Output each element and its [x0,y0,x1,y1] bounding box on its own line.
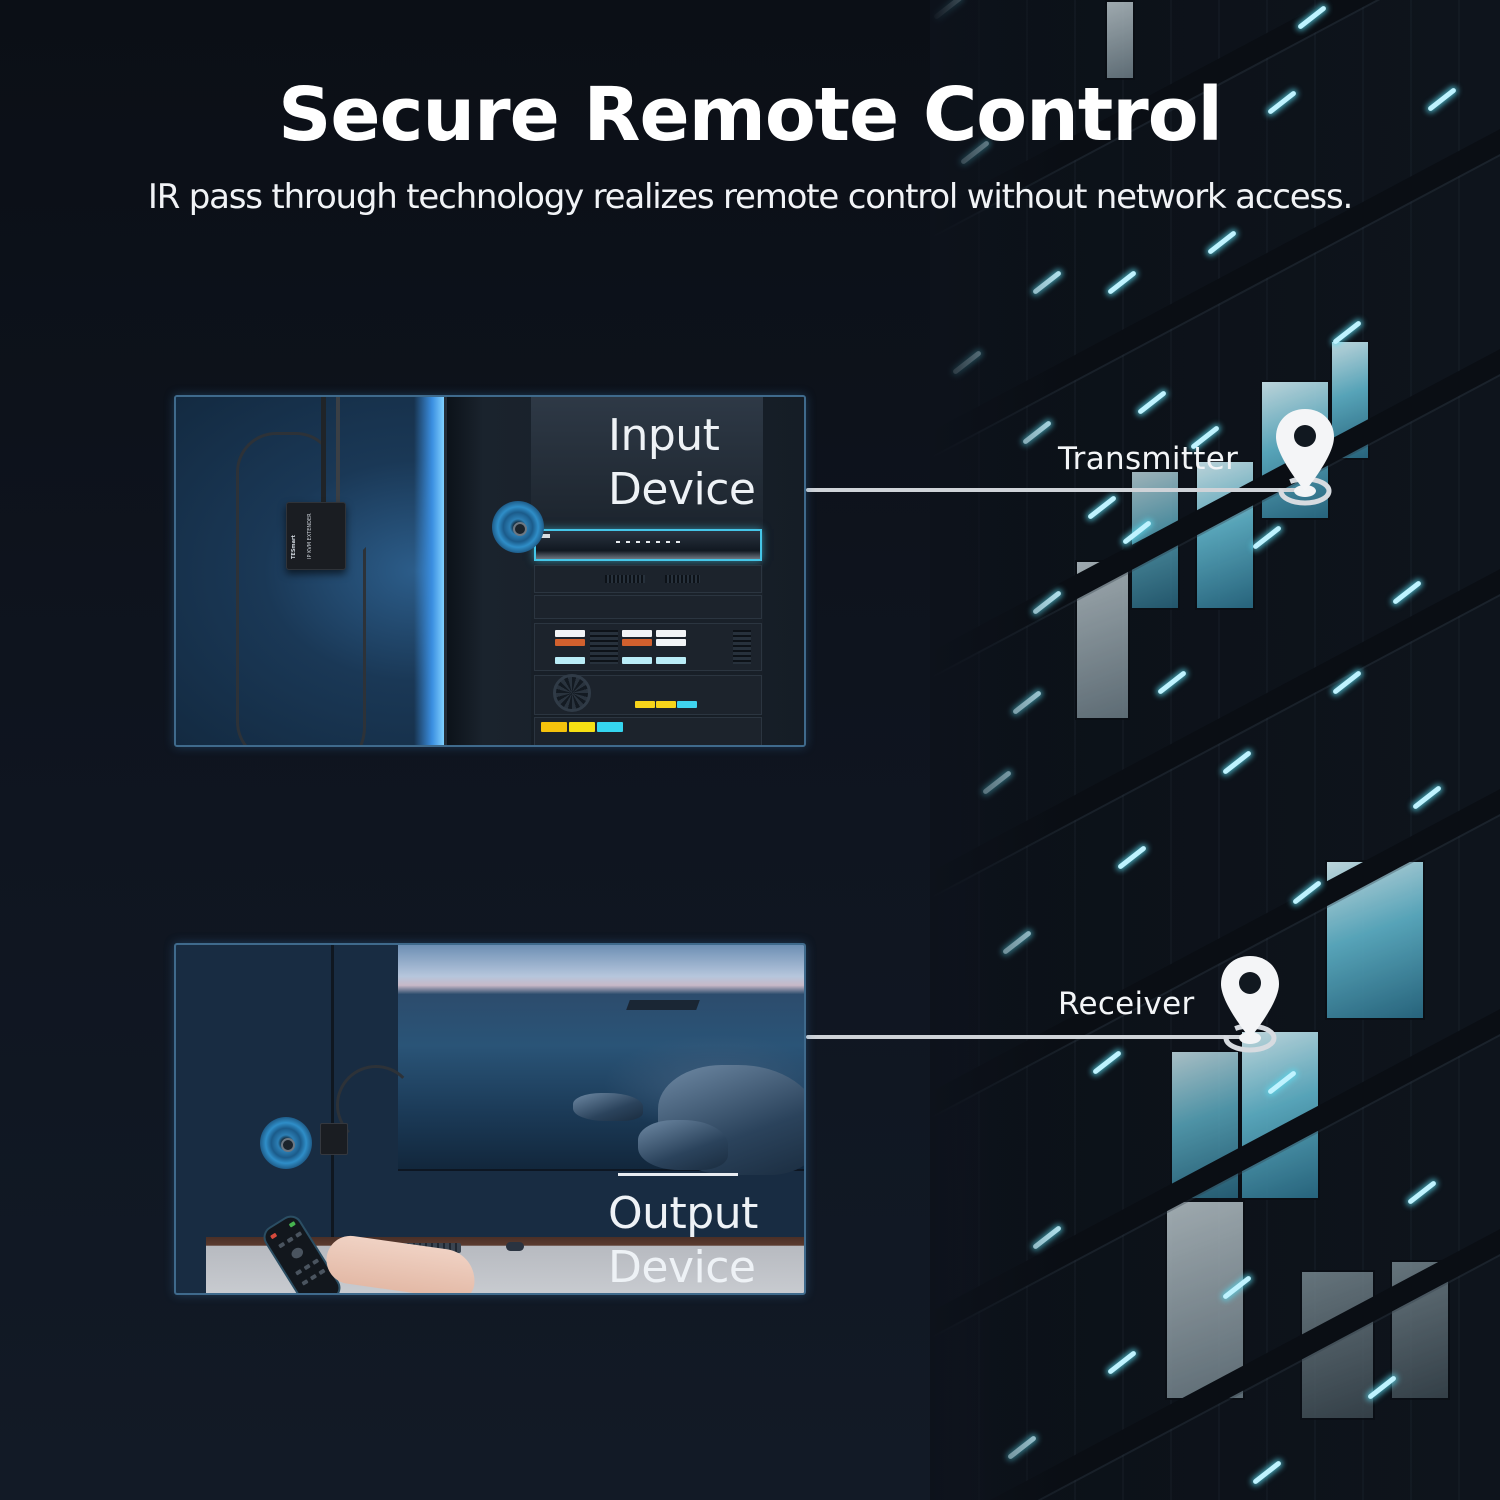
label-line: Device [608,464,756,515]
device-logo [540,534,550,538]
label-line: Output [608,1188,758,1239]
indicator [555,639,585,646]
cable [331,945,334,1275]
remote-dpad [289,1245,306,1261]
output-device-panel: Output Device [174,943,806,1295]
remote-button [295,1231,303,1238]
receiver-label: Receiver [1058,986,1195,1022]
device-brand: TESmart [291,535,297,559]
rack-unit [534,717,762,745]
indicator [656,639,686,646]
ip-kvm-extender-receiver [320,1123,348,1155]
indicator [597,722,623,732]
input-device-label: Input Device [608,409,756,517]
remote-button [286,1236,294,1244]
cable [321,397,326,507]
receiver-connector-line [806,1035,1246,1039]
input-device-panel: TESmart IP KVM EXTENDER [174,395,806,747]
rack-unit [534,595,762,619]
indicator [541,722,567,732]
rock [573,1093,643,1121]
facade-fade [930,0,1500,1500]
remote-button [288,1221,296,1228]
cable [236,432,336,745]
label-line: Device [608,1242,756,1293]
remote-button [301,1279,309,1286]
indicator [677,701,697,708]
indicator [555,657,585,664]
vent [605,575,645,583]
remote-button [295,1268,303,1276]
remote-button [278,1241,286,1249]
vent [590,630,618,664]
label-line: Input [608,410,720,461]
cable [316,547,366,745]
map-pin-icon [1276,409,1334,506]
rack-unit [534,565,762,593]
building-facade-background [930,0,1500,1500]
remote-button [303,1263,311,1271]
indicator [656,630,686,637]
map-pin-icon [1221,956,1279,1053]
ir-sensor-icon [260,1117,312,1169]
indicator [656,657,686,664]
fan-icon [553,674,591,712]
indicator [622,639,652,646]
device-model: IP KVM EXTENDER [307,513,313,559]
indicator [569,722,595,732]
tv-screen [398,945,804,1175]
ip-kvm-extender-transmitter: TESmart IP KVM EXTENDER [286,502,346,570]
page-subtitle: IR pass through technology realizes remo… [147,177,1353,217]
pier [626,1000,700,1010]
rock [638,1120,728,1170]
remote-button [318,1268,326,1276]
transmitter-label: Transmitter [1058,441,1239,477]
indicator [635,701,655,708]
indicator [622,630,652,637]
vent [665,575,700,583]
device-leds [616,541,686,543]
indicator [555,630,585,637]
remote-button [312,1258,320,1265]
ir-sensor-icon [492,501,544,553]
mouse [506,1242,524,1251]
output-device-label: Output Device [608,1187,758,1293]
rack-unit [534,623,762,671]
remote-button [270,1232,278,1240]
cable [336,397,340,507]
transmitter-connector-line [806,488,1298,492]
indicator [656,701,676,708]
cable [336,1065,416,1145]
rack-unit [534,674,762,715]
vent [733,630,751,664]
page-title: Secure Remote Control [278,72,1223,158]
indicator [622,657,652,664]
remote-button [309,1273,318,1281]
input-device-highlighted [534,529,762,561]
blue-glow-edge [414,397,444,745]
tv-stand [618,1173,738,1176]
